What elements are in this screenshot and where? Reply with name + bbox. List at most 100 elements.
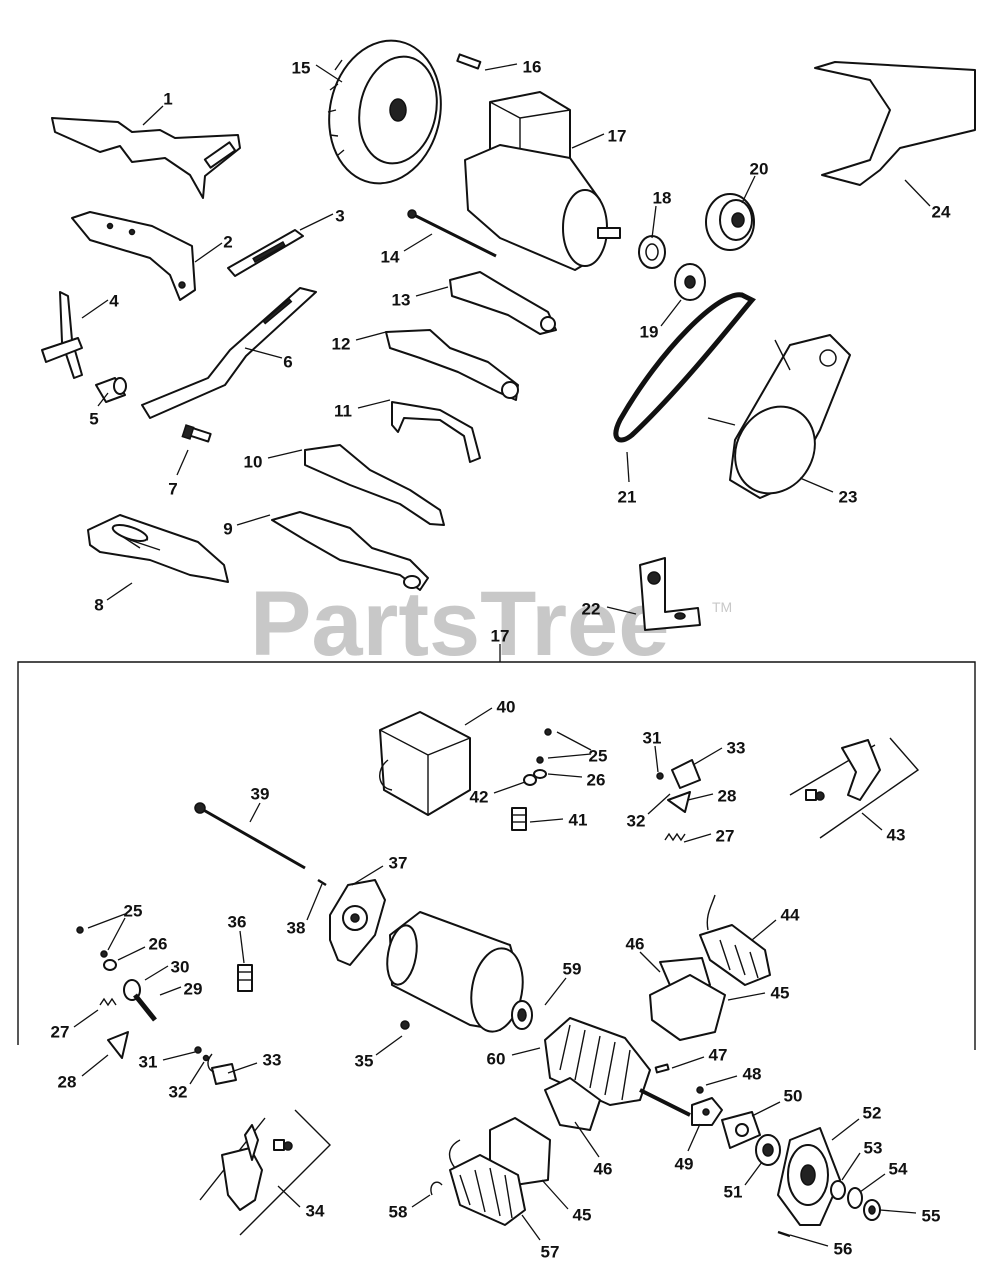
callout-leader [741,175,756,204]
callout-leader [831,1118,860,1141]
part-6-brace [141,287,317,419]
callout-leader [647,793,671,815]
callout-c35: 35 [355,1035,403,1070]
callout-number: 46 [594,1159,613,1178]
callout-c37: 37 [351,853,408,886]
callout-c20: 20 [741,159,768,204]
part-38-washer [317,878,327,887]
callout-leader [142,105,164,126]
callout-number: 2 [223,232,232,251]
part-29-terminal [133,993,157,1022]
callout-number: 24 [932,202,951,221]
part-4-clip [41,291,83,379]
callout-number: 42 [470,787,489,806]
part-5-spacer [95,377,127,403]
callout-c17: 17 [571,126,626,149]
part-9-bracket [271,511,429,591]
callout-c47: 47 [671,1045,727,1069]
part-24-shield [814,61,976,186]
callout-number: 25 [589,746,608,765]
callout-c22: 22 [582,599,637,618]
callout-number: 3 [335,206,344,225]
callout-number: 16 [523,57,542,76]
callout-c4: 4 [81,291,119,319]
part-45-pole-shoe [649,974,726,1041]
part-50-washer [721,1111,761,1149]
callout-leader [692,747,723,766]
callout-leader [744,1161,763,1186]
callout-leader [705,1075,738,1086]
callout-c3: 3 [299,206,345,231]
part-42-nut [523,774,537,786]
part-49-plate [691,1097,723,1126]
callout-number: 45 [771,983,790,1002]
callout-leader [879,1209,917,1214]
callout-number: 44 [781,905,800,924]
callout-c27b: 27 [51,1009,99,1041]
part-19-pulley [674,263,706,301]
callout-number: 50 [784,1086,803,1105]
callout-c17b: 17 [491,626,510,662]
part-47-key [654,1063,670,1074]
part-2-bracket [71,211,196,301]
callout-number: 31 [139,1052,158,1071]
callout-leader [81,1054,109,1077]
part-15-pulley [327,39,442,185]
callout-leader [236,514,271,526]
part-41-terminal [511,807,527,831]
part-18-washer [638,235,666,269]
callout-c32b: 32 [169,1061,205,1101]
part-31b-screw [194,1046,202,1054]
callout-number: 27 [716,826,735,845]
part-25-screws [536,728,552,764]
callout-leader [751,919,777,941]
part-33-brush [671,759,701,789]
callout-leader [859,1173,886,1193]
callout-c30: 30 [144,957,189,981]
callout-leader [73,1009,99,1028]
callout-c23: 23 [799,477,858,506]
callout-number: 57 [541,1242,560,1261]
callout-number: 4 [109,291,119,310]
callout-c26b: 26 [117,934,167,961]
callout-number: 32 [627,811,646,830]
callout-leader [861,812,883,831]
callout-number: 33 [727,738,746,757]
part-57-field-coil [448,1139,526,1226]
callout-leader [541,1179,569,1210]
part-10-bracket [304,444,445,526]
callout-c32: 32 [627,793,671,830]
callout-leader [162,1051,196,1061]
part-54-washer [847,1187,863,1209]
callout-leader [484,63,518,71]
part-35-screw [400,1020,410,1030]
callout-number: 49 [675,1154,694,1173]
callout-leader [176,449,189,476]
callout-leader [107,917,126,951]
callout-number: 37 [389,853,408,872]
callout-c8: 8 [94,582,133,614]
watermark-text: PartsTree [250,573,669,675]
part-frame-housing [386,911,524,1033]
subassembly-box [17,661,976,1050]
part-58-lead [430,1181,443,1196]
callout-number: 43 [887,825,906,844]
callout-c53: 53 [841,1138,882,1181]
callout-number: 34 [306,1201,325,1220]
part-55-nut [863,1199,881,1221]
callout-number: 27 [51,1022,70,1041]
callout-number: 23 [839,487,858,506]
callout-number: 45 [573,1205,592,1224]
callout-leader [660,299,682,327]
callout-c16: 16 [484,57,542,76]
callout-leader [639,951,661,973]
callout-number: 17 [491,626,510,645]
callout-leader [411,1194,431,1208]
part-59-bearing [511,1000,533,1030]
callout-number: 7 [168,479,177,498]
callout-number: 60 [487,1049,506,1068]
callout-c7: 7 [168,449,189,498]
callout-leader [904,179,931,207]
part-52-end-frame [777,1127,841,1226]
